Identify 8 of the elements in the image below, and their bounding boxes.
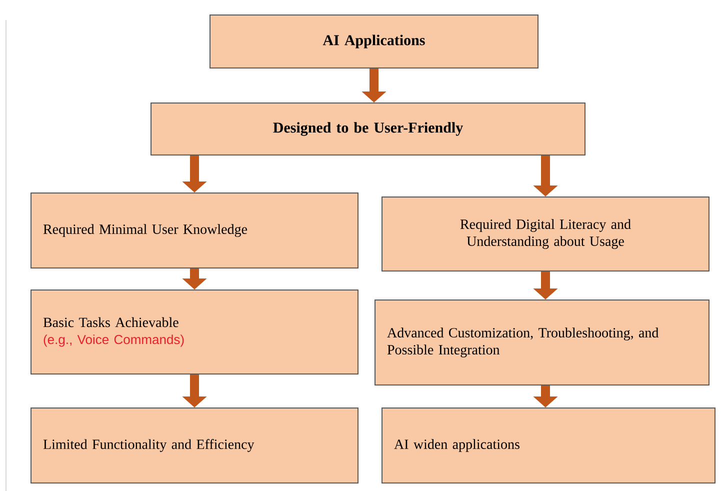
process-box: Designed to be User-Friendly <box>150 102 586 156</box>
process-box: AI widen applications <box>382 408 716 484</box>
process-box: Basic Tasks Achievable (e.g., Voice Commands) <box>30 290 358 374</box>
title-box: AI Applications <box>210 14 538 68</box>
process-box: Required Digital Literacy and Understanding about Usage <box>382 196 710 272</box>
process-box: Limited Functionality and Efficiency <box>30 408 358 484</box>
process-box: Advanced Customization, Troubleshooting, and Possible Integration <box>374 300 710 386</box>
process-box: Required Minimal User Knowledge <box>30 192 358 268</box>
